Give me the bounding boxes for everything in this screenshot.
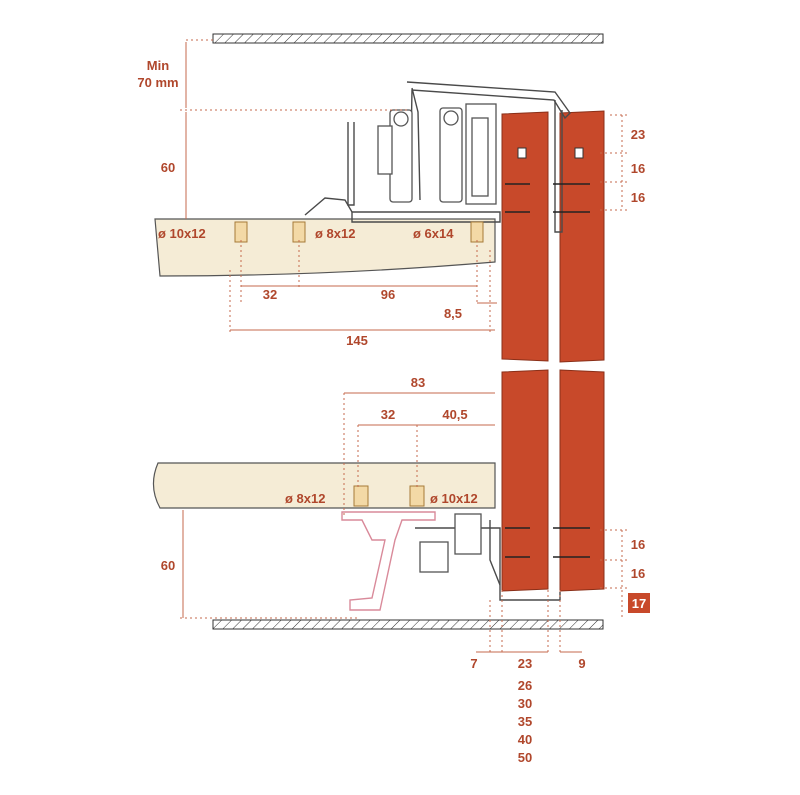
top-dowel-c-label: ø 6x14 (413, 226, 454, 241)
right-dim-top-1: 23 (631, 127, 645, 142)
door-thickness-30: 30 (518, 696, 532, 711)
bottom-dim-left: 7 (470, 656, 477, 671)
door-thickness-26: 26 (518, 678, 532, 693)
right-dim-top-2: 16 (631, 161, 645, 176)
floor-hatch (212, 619, 604, 630)
min-70mm-label: 70 mm (137, 75, 178, 90)
top-dowel-b-label: ø 8x12 (315, 226, 355, 241)
right-dim-top-3: 16 (631, 190, 645, 205)
top-dim-8-5: 8,5 (444, 306, 462, 321)
door-thickness-40: 40 (518, 732, 532, 747)
door-thickness-35: 35 (518, 714, 532, 729)
bottom-dowel-b-label: ø 10x12 (430, 491, 478, 506)
bottom-height-label: 60 (161, 558, 175, 573)
top-dowel-a-label: ø 10x12 (158, 226, 206, 241)
top-dim-96: 96 (381, 287, 395, 302)
bottom-dim-right: 9 (578, 656, 585, 671)
top-dim-145: 145 (346, 333, 368, 348)
bottom-dim-32: 32 (381, 407, 395, 422)
bottom-track-profile (341, 511, 590, 611)
dimension-lines (180, 39, 628, 655)
door-thickness-23: 23 (518, 656, 532, 671)
bottom-dim-83: 83 (411, 375, 425, 390)
min-label: Min (147, 58, 169, 73)
right-dim-badge: 17 (632, 596, 646, 611)
ceiling-hatch (212, 33, 604, 44)
door-panels (501, 110, 605, 592)
bottom-dowel-a-label: ø 8x12 (285, 491, 325, 506)
labels: Min 70 mm 60 ø 10x12 ø 8x12 ø 6x14 32 96… (137, 58, 650, 765)
top-height-label: 60 (161, 160, 175, 175)
top-dim-32: 32 (263, 287, 277, 302)
right-dim-badge-box (628, 593, 650, 613)
right-dim-bottom-1: 16 (631, 537, 645, 552)
dowels (234, 221, 484, 507)
right-dim-bottom-2: 16 (631, 566, 645, 581)
bottom-dim-40-5: 40,5 (442, 407, 467, 422)
door-thickness-50: 50 (518, 750, 532, 765)
